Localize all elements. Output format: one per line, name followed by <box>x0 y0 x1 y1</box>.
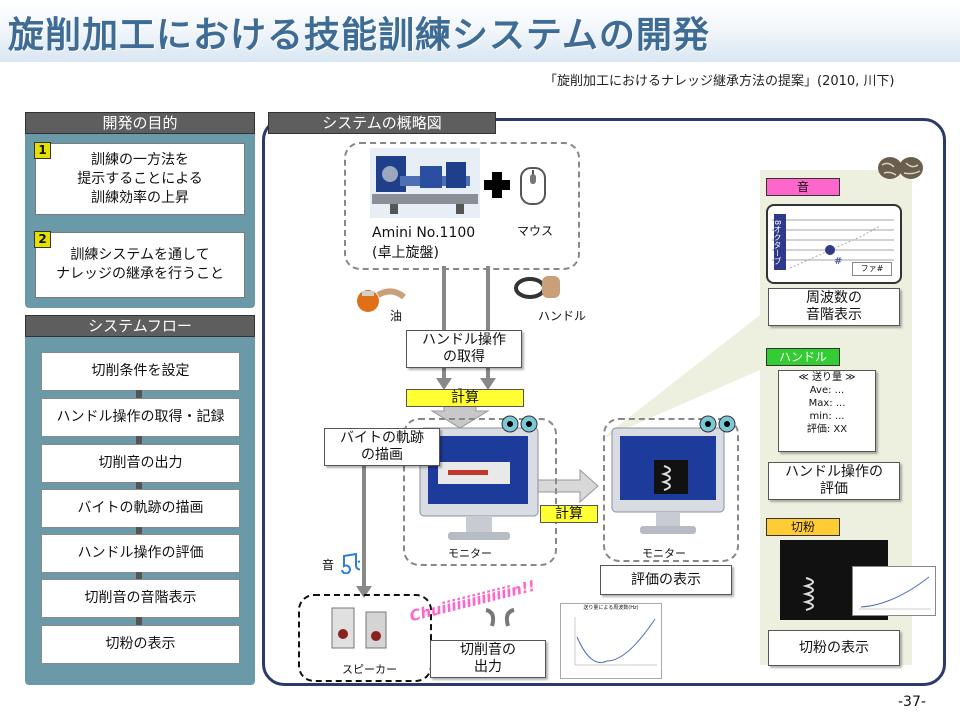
handle-acquire-line-2: の取得 <box>443 349 485 365</box>
goal-2-line-1: 訓練システムを通して <box>70 247 210 263</box>
flow-step-5: ハンドル操作の評価 <box>41 534 240 573</box>
flow-step-2: ハンドル操作の取得・記録 <box>41 398 240 437</box>
title-bar <box>0 0 960 62</box>
trace-line-1: バイトの軌跡 <box>340 430 424 446</box>
handle-label: ハンドル <box>538 309 587 323</box>
flow-heading: システムフロー <box>25 315 255 337</box>
feed-max: Max: ... <box>808 398 846 409</box>
chips-category-tag: 切粉 <box>766 518 840 536</box>
sharp-symbol: # <box>834 256 843 267</box>
frequency-graph: 送り量による周波数(Hz) <box>560 603 662 679</box>
frequency-graph-title: 送り量による周波数(Hz) <box>583 605 639 611</box>
chips-graph-plot <box>859 576 931 610</box>
ears-icon <box>485 608 515 627</box>
trace-drawing-box: バイトの軌跡 の描画 <box>324 428 440 466</box>
octave-label: 8オクターブ <box>773 220 782 266</box>
calculation-tag-1: 計算 <box>406 389 524 407</box>
feed-average: Ave: ... <box>809 385 845 396</box>
handle-grip-icon <box>514 276 560 299</box>
monitor-2-label: モニター <box>642 547 686 560</box>
lathe-model-label: Amini No.1100 <box>372 225 476 241</box>
frequency-graph-plot <box>574 617 657 666</box>
feed-stats-card: ≪ 送り量 ≫ Ave: ... Max: ... min: ... 評価: X… <box>778 370 876 452</box>
handle-acquire-box: ハンドル操作 の取得 <box>406 330 522 368</box>
mouse-label: マウス <box>517 224 554 238</box>
handle-eval-box: ハンドル操作の 評価 <box>768 462 900 500</box>
goal-item-1: 訓練の一方法を 提示することによる 訓練効率の上昇 <box>35 143 245 215</box>
cut-sound-line-1: 切削音の <box>460 642 516 658</box>
monitor-group-2 <box>603 418 739 562</box>
input-device-group <box>344 142 580 270</box>
page-number: -37- <box>898 694 926 710</box>
handle-eval-line-1: ハンドル操作の <box>785 464 883 480</box>
goal-number-1: 1 <box>34 142 51 159</box>
monitor-1-image <box>419 427 539 540</box>
chips-display-box: 切粉の表示 <box>768 630 900 666</box>
trace-line-2: の描画 <box>361 447 403 463</box>
flow-step-7: 切粉の表示 <box>41 625 240 664</box>
oil-can-icon <box>357 288 406 312</box>
feed-title: ≪ 送り量 ≫ <box>798 372 856 383</box>
monitor-eyes-icon <box>501 415 538 433</box>
monitor-eyes-icon <box>699 415 736 433</box>
goal-1-line-2: 提示することによる <box>77 170 203 187</box>
music-note-icon <box>341 552 360 574</box>
freq-line-2: 音階表示 <box>806 307 862 323</box>
oil-label: 油 <box>390 309 403 323</box>
flow-step-6: 切削音の音階表示 <box>41 579 240 618</box>
handle-category-tag: ハンドル <box>766 348 840 366</box>
sound-category-tag: 音 <box>766 178 840 196</box>
chips-graphic <box>802 577 814 611</box>
scale-display: 8オクターブ # ファ# <box>766 204 902 284</box>
feed-score: 評価: XX <box>806 424 848 435</box>
mouse-icon <box>520 167 546 205</box>
goal-1-line-3: 訓練効率の上昇 <box>91 189 189 206</box>
handle-acquire-line-1: ハンドル操作 <box>422 332 506 348</box>
note-label: ファ# <box>852 262 892 276</box>
handle-eval-line-2: 評価 <box>820 481 848 497</box>
overview-heading: システムの概略図 <box>268 112 496 134</box>
sound-label: 音 <box>322 558 335 572</box>
flow-step-4: バイトの軌跡の描画 <box>41 489 240 528</box>
feed-min: min: ... <box>809 411 845 422</box>
speaker-group <box>298 594 432 682</box>
cut-sound-output-box: 切削音の 出力 <box>430 640 546 678</box>
speaker-image <box>331 607 387 649</box>
chips-graph-thumbnail <box>852 566 936 616</box>
flow-step-3: 切削音の出力 <box>41 444 240 483</box>
cut-sound-line-2: 出力 <box>474 659 502 675</box>
calculation-tag-2: 計算 <box>540 505 598 523</box>
eval-display-box: 評価の表示 <box>600 565 732 595</box>
goal-item-2: 訓練システムを通して ナレッジの継承を行うこと <box>35 232 245 298</box>
plus-icon <box>484 172 510 198</box>
brain-icon <box>878 157 923 179</box>
music-staff-graphic <box>772 214 894 270</box>
freq-line-1: 周波数の <box>806 290 862 306</box>
goal-number-2: 2 <box>34 231 51 248</box>
flow-step-1: 切削条件を設定 <box>41 352 240 391</box>
goals-heading: 開発の目的 <box>25 112 255 134</box>
monitor-group-1 <box>403 418 557 566</box>
page-title: 旋削加工における技能訓練システムの開発 <box>8 15 710 56</box>
goal-1-line-1: 訓練の一方法を <box>91 151 189 168</box>
goal-2-line-2: ナレッジの継承を行うこと <box>56 266 224 282</box>
speaker-label: スピーカー <box>342 663 397 676</box>
monitor-2-image <box>611 427 725 534</box>
lathe-type-label: (卓上旋盤) <box>372 245 439 261</box>
frequency-scale-box: 周波数の 音階表示 <box>768 288 900 326</box>
lathe-image <box>370 148 480 218</box>
citation: 「旋削加工におけるナレッジ継承方法の提案」(2010, 川下) <box>544 74 895 89</box>
monitor-1-label: モニター <box>448 547 492 560</box>
